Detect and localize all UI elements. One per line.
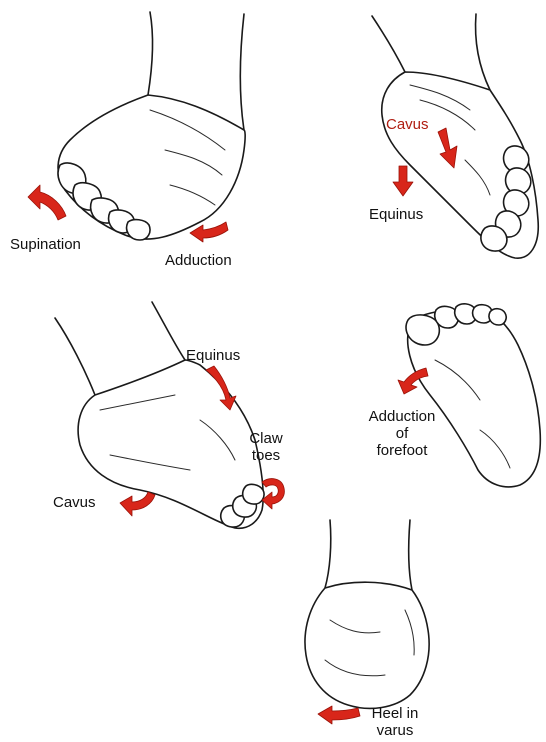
cavus-arrow-mid: [120, 492, 155, 516]
label-equinus-top: Equinus: [369, 206, 423, 223]
equinus-arrow-top: [393, 166, 413, 196]
label-cavus-top: Cavus: [386, 116, 429, 133]
label-heel-varus: Heel in varus: [360, 705, 430, 739]
label-claw-line1: Claw: [246, 430, 286, 447]
label-equinus-mid: Equinus: [186, 347, 240, 364]
label-heel-line1: Heel in: [360, 705, 430, 722]
supination-arrow: [28, 185, 66, 220]
label-claw-toes: Claw toes: [246, 430, 286, 464]
label-adduction: Adduction: [165, 252, 232, 269]
label-heel-line2: varus: [360, 722, 430, 739]
foot-sole-right: [406, 304, 540, 487]
foot-top-left: [58, 12, 245, 240]
foot-bottom-heel: [305, 520, 429, 708]
label-adduction-forefoot-line2: of: [362, 425, 442, 442]
claw-toes-arrow: [262, 479, 284, 509]
heel-varus-arrow: [318, 706, 360, 724]
label-supination: Supination: [10, 236, 81, 253]
label-adduction-forefoot: Adduction of forefoot: [362, 408, 442, 459]
label-adduction-forefoot-line1: Adduction: [362, 408, 442, 425]
label-claw-line2: toes: [246, 447, 286, 464]
label-cavus-mid: Cavus: [53, 494, 96, 511]
label-adduction-forefoot-line3: forefoot: [362, 442, 442, 459]
